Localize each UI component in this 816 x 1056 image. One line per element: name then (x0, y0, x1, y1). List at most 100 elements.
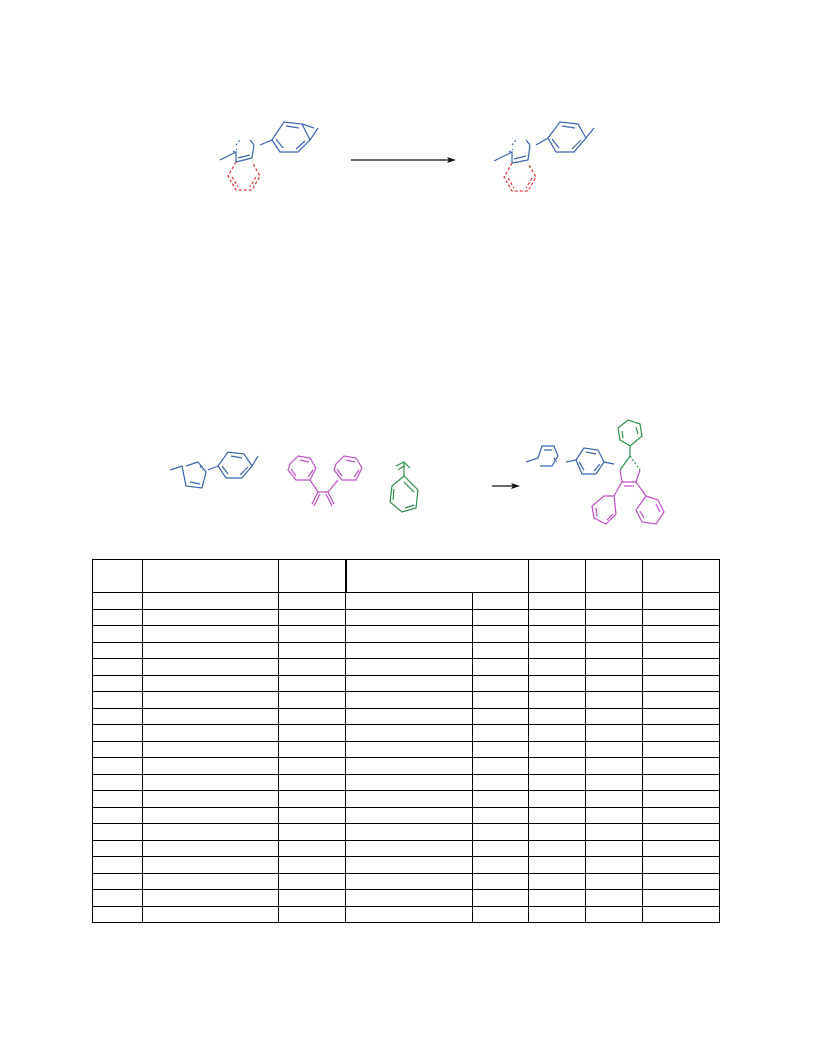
table-cell (642, 905, 720, 923)
table-cell (92, 757, 143, 775)
table-header-cell (142, 559, 279, 593)
table-cell (585, 889, 643, 907)
table-cell (472, 674, 529, 692)
table-cell (345, 773, 473, 791)
table-row (92, 674, 720, 692)
table-row (92, 790, 720, 808)
table-cell (585, 592, 643, 610)
table-header-cell (585, 559, 643, 593)
table-row (92, 889, 720, 907)
table-cell (642, 889, 720, 907)
table-cell (528, 889, 586, 907)
table-cell (642, 625, 720, 643)
table-cell (142, 823, 279, 841)
table-cell (642, 592, 720, 610)
table-cell (345, 608, 473, 626)
table-cell (642, 790, 720, 808)
table-cell (528, 707, 586, 725)
table-cell (642, 872, 720, 890)
table-cell (345, 806, 473, 824)
table-cell (345, 641, 473, 659)
table-header-cell (92, 559, 143, 593)
table-cell (142, 740, 279, 758)
table-cell (472, 691, 529, 709)
table-header-cell (528, 559, 586, 593)
table-cell (278, 641, 346, 659)
table-cell (278, 707, 346, 725)
table-cell (142, 608, 279, 626)
table-cell (472, 724, 529, 742)
table-row (92, 641, 720, 659)
table-cell (92, 806, 143, 824)
table-cell (278, 823, 346, 841)
table-cell (642, 823, 720, 841)
table-cell (142, 806, 279, 824)
table-cell (345, 839, 473, 857)
table-cell (642, 839, 720, 857)
table-cell (278, 592, 346, 610)
table-cell (345, 823, 473, 841)
table-row (92, 872, 720, 890)
table-row (92, 757, 720, 775)
table-cell (345, 856, 473, 874)
table-row (92, 691, 720, 709)
scheme2-diene (287, 455, 363, 507)
table-cell (472, 740, 529, 758)
table-cell (345, 592, 473, 610)
table-row (92, 773, 720, 791)
table-cell (642, 707, 720, 725)
table-cell (528, 839, 586, 857)
scheme2-reaction-arrow (492, 483, 520, 489)
table-cell (278, 790, 346, 808)
table-cell (142, 658, 279, 676)
table-cell (278, 724, 346, 742)
table-cell (142, 592, 279, 610)
table-cell (642, 641, 720, 659)
table-cell (92, 740, 143, 758)
table-cell (528, 806, 586, 824)
scheme1-reactant (219, 121, 319, 191)
table-cell (345, 691, 473, 709)
table-cell (142, 691, 279, 709)
table-cell (472, 839, 529, 857)
table-cell (142, 790, 279, 808)
table-cell (92, 625, 143, 643)
table-cell (142, 641, 279, 659)
table-cell (142, 872, 279, 890)
table-cell (642, 608, 720, 626)
scheme1-product (493, 121, 595, 192)
table-cell (92, 872, 143, 890)
table-cell (92, 823, 143, 841)
table-cell (472, 757, 529, 775)
table-cell (528, 641, 586, 659)
results-table (92, 559, 720, 923)
table-cell (472, 592, 529, 610)
table-cell (585, 790, 643, 808)
table-cell (92, 608, 143, 626)
table-cell (642, 757, 720, 775)
table-cell (528, 872, 586, 890)
table-cell (345, 625, 473, 643)
table-cell (642, 691, 720, 709)
table-cell (278, 905, 346, 923)
table-cell (142, 773, 279, 791)
table-cell (528, 724, 586, 742)
table-cell (642, 856, 720, 874)
table-cell (142, 625, 279, 643)
table-cell (92, 691, 143, 709)
table-cell (92, 658, 143, 676)
table-cell (472, 856, 529, 874)
table-cell (142, 674, 279, 692)
table-row (92, 839, 720, 857)
table-cell (528, 691, 586, 709)
table-cell (472, 823, 529, 841)
table-cell (142, 707, 279, 725)
table-row (92, 823, 720, 841)
table-cell (585, 674, 643, 692)
table-cell (528, 608, 586, 626)
table-cell (92, 905, 143, 923)
scheme1-reactant-dashed-ring (227, 161, 261, 191)
table-cell (585, 839, 643, 857)
table-cell (92, 707, 143, 725)
table-cell (585, 625, 643, 643)
